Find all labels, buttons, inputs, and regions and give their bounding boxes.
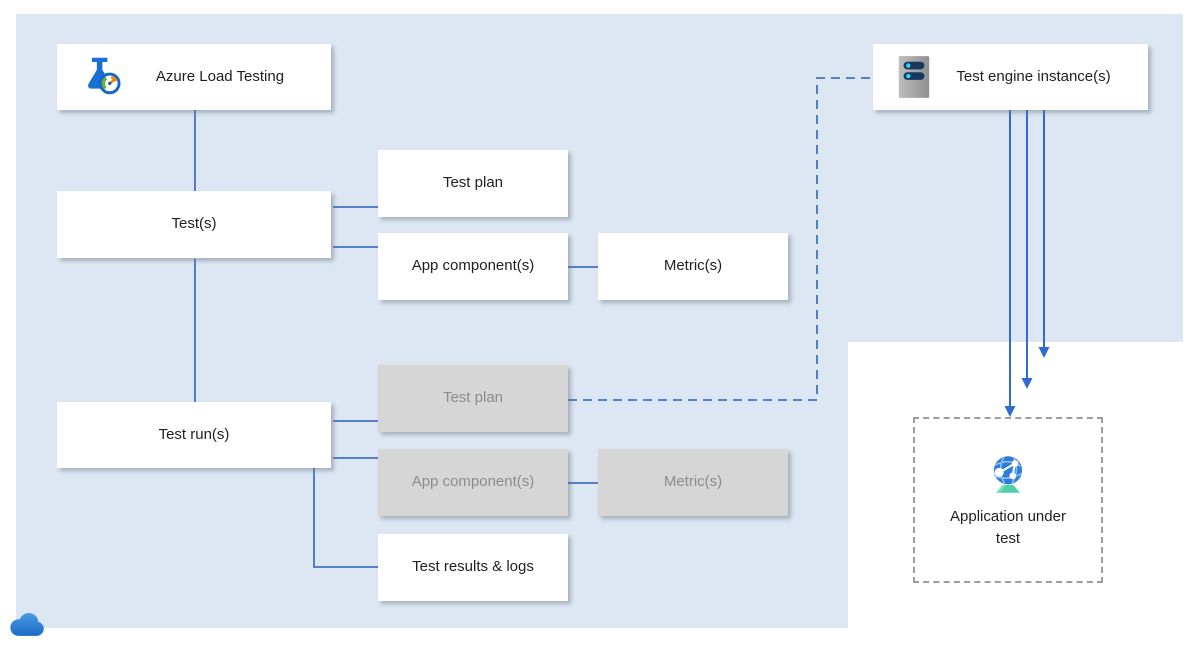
arrowhead-2	[1021, 378, 1033, 389]
node-application-under-test: Application under test	[913, 417, 1103, 583]
external-area-background	[848, 342, 1199, 651]
node-test-engine-instances: Test engine instance(s)	[873, 44, 1148, 110]
node-label: Application under test	[950, 508, 1066, 547]
node-label: Test plan	[442, 174, 504, 192]
node-azure-load-testing: Azure Load Testing	[57, 44, 331, 110]
server-icon	[898, 56, 930, 98]
node-label: Metric(s)	[663, 257, 723, 275]
node-test-plan: Test plan	[378, 150, 568, 217]
node-app-components: App component(s)	[378, 233, 568, 300]
node-label: Test plan	[442, 389, 504, 407]
arrowhead-1	[1004, 406, 1016, 417]
node-app-components-run: App component(s)	[378, 449, 568, 516]
node-label: Test engine instance(s)	[956, 67, 1111, 85]
node-label: Azure Load Testing	[155, 67, 285, 85]
dashed-connector-testplan-to-engine	[568, 77, 873, 401]
connector-testruns-to-results	[313, 468, 378, 568]
node-label: Test run(s)	[158, 425, 230, 443]
node-test-results-logs: Test results & logs	[378, 534, 568, 601]
globe-network-icon	[993, 456, 1023, 493]
node-label: App component(s)	[411, 473, 535, 491]
arrowhead-3	[1038, 347, 1050, 358]
node-label: Metric(s)	[663, 473, 723, 491]
node-test-plan-run: Test plan	[378, 365, 568, 432]
node-metrics: Metric(s)	[598, 233, 788, 300]
node-tests: Test(s)	[57, 191, 331, 258]
node-label: Test results & logs	[412, 558, 534, 576]
node-label: Test(s)	[171, 215, 217, 233]
node-metrics-run: Metric(s)	[598, 449, 788, 516]
load-testing-flask-gauge-icon	[88, 57, 121, 95]
node-test-runs: Test run(s)	[57, 402, 331, 468]
cloud-icon	[10, 613, 44, 636]
node-label: App component(s)	[411, 257, 535, 275]
